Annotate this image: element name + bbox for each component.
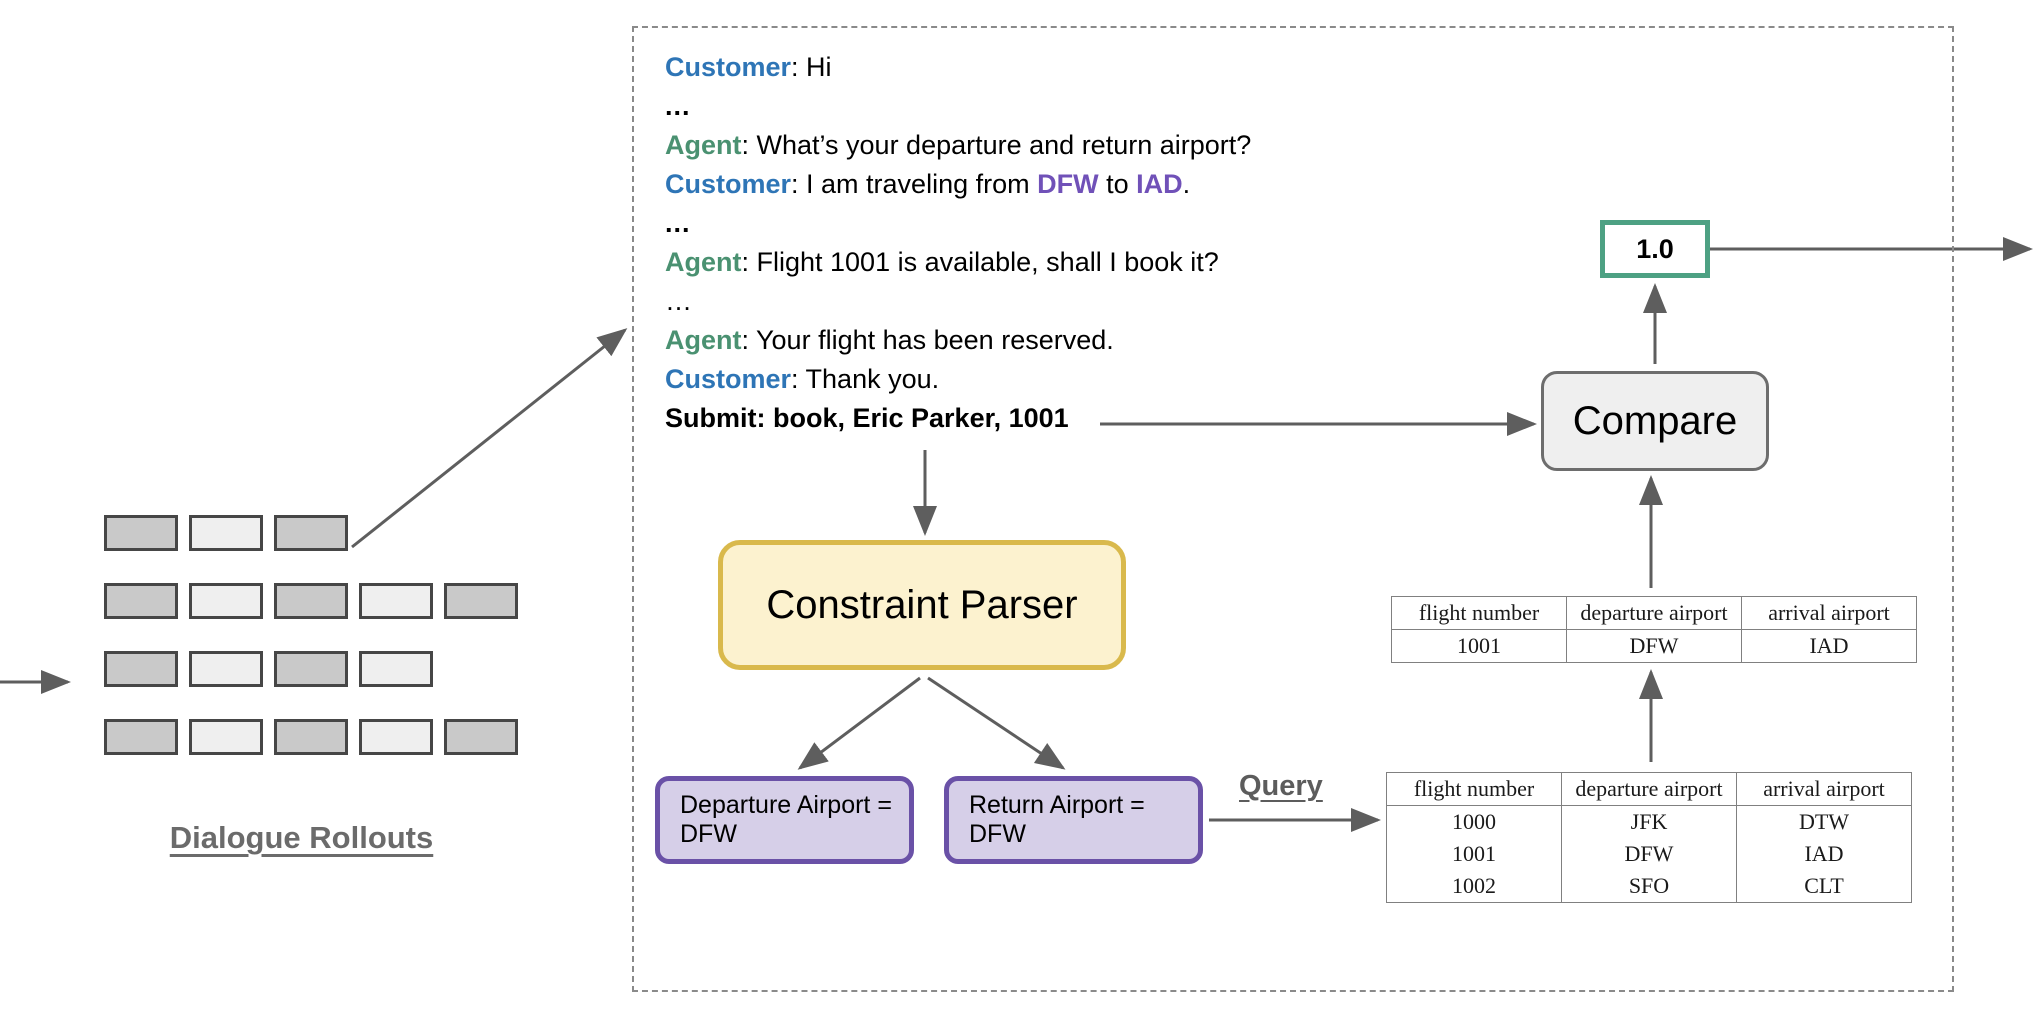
constraint-return-line2: DFW [969,820,1026,848]
table-cell: DFW [1566,629,1742,663]
rollout-turn-box [274,719,348,755]
rollout-row [104,719,518,755]
rollout-turn-box [189,651,263,687]
rollout-turn-box [104,515,178,551]
dialogue-ellipsis: … [665,286,692,316]
table-cell: 1001 [1386,838,1562,870]
table-cell: SFO [1561,870,1737,903]
rollout-turn-box [104,719,178,755]
table-cell: 1000 [1386,805,1562,838]
rollout-turn-box [444,719,518,755]
dialogue-rollouts-label: Dialogue Rollouts [169,820,434,855]
rollout-row [104,651,518,687]
dialogue-speaker: Agent [665,130,742,160]
constraint-departure-line2: DFW [680,820,737,848]
table-cell: 1002 [1386,870,1562,903]
dialogue-turn: Customer: Hi [665,52,832,82]
score-box: 1.0 [1600,220,1710,278]
evaluation-pipeline-panel [632,26,1954,992]
dialogue-turn: Customer: I am traveling from DFW to IAD… [665,169,1191,199]
rollout-turn-box [359,651,433,687]
constraint-return-airport[interactable]: Return Airport = DFW [944,776,1203,864]
column-header: arrival airport [1736,772,1912,806]
rollout-turn-box [189,583,263,619]
table-cell: DTW [1798,809,1850,834]
airport-code: DFW [1037,169,1099,199]
constraint-return-line1: Return Airport = [969,791,1145,819]
dialogue-submit-line: Submit: book, Eric Parker, 1001 [665,403,1069,433]
constraint-departure-airport[interactable]: Departure Airport = DFW [655,776,914,864]
query-label: Query [1239,770,1323,802]
dialogue-ellipsis: ... [665,91,691,121]
column-header: flight number [1391,596,1567,630]
rollout-turn-box [359,583,433,619]
dialogue-speaker: Agent [665,247,742,277]
table-cell: CLT [1804,873,1844,898]
compare-box[interactable]: Compare [1541,371,1769,471]
rollout-turn-box [104,583,178,619]
dialogue-ellipsis: ... [665,208,691,238]
constraint-parser-box[interactable]: Constraint Parser [718,540,1126,670]
rollout-turn-box [274,583,348,619]
rollout-turn-box [189,719,263,755]
dialogue-turn: Agent: What’s your departure and return … [665,130,1252,160]
compare-label: Compare [1572,398,1738,443]
rollout-turn-box [274,515,348,551]
column-header: departure airport [1566,596,1742,630]
column-header: flight number [1386,772,1562,806]
constraint-parser-label: Constraint Parser [766,582,1078,627]
constraint-departure-text: Departure Airport = DFW [680,791,892,849]
dialogue-speaker: Customer [665,52,792,82]
rollout-row [104,583,518,619]
table-cell: JFK [1561,805,1737,838]
airport-code: IAD [1136,169,1183,199]
rollout-turn-box [189,515,263,551]
table-cell: DFW [1561,838,1737,870]
column-header: arrival airport [1741,596,1917,630]
score-value: 1.0 [1636,233,1674,264]
rollout-turn-box [104,651,178,687]
table-cell: IAD [1741,629,1917,663]
dialogue-transcript: Customer: Hi... Agent: What’s your depart… [665,48,1305,438]
dialogue-speaker: Customer [665,364,792,394]
rollout-turn-box [444,583,518,619]
dialogue-speaker: Agent [665,325,742,355]
table-cell: 1001 [1391,629,1567,663]
rollout-row [104,515,518,551]
dialogue-turn: Customer: Thank you. [665,364,940,394]
rollout-turn-box [359,719,433,755]
rollout-turn-box [274,651,348,687]
column-header: departure airport [1561,772,1737,806]
constraint-departure-line1: Departure Airport = [680,791,892,819]
dialogue-turn: Agent: Your flight has been reserved. [665,325,1114,355]
dialogue-rollouts-grid [104,515,518,787]
table-cell: IAD [1804,841,1844,866]
constraint-return-text: Return Airport = DFW [969,791,1145,849]
dialogue-speaker: Customer [665,169,792,199]
dialogue-turn: Agent: Flight 1001 is available, shall I… [665,247,1219,277]
